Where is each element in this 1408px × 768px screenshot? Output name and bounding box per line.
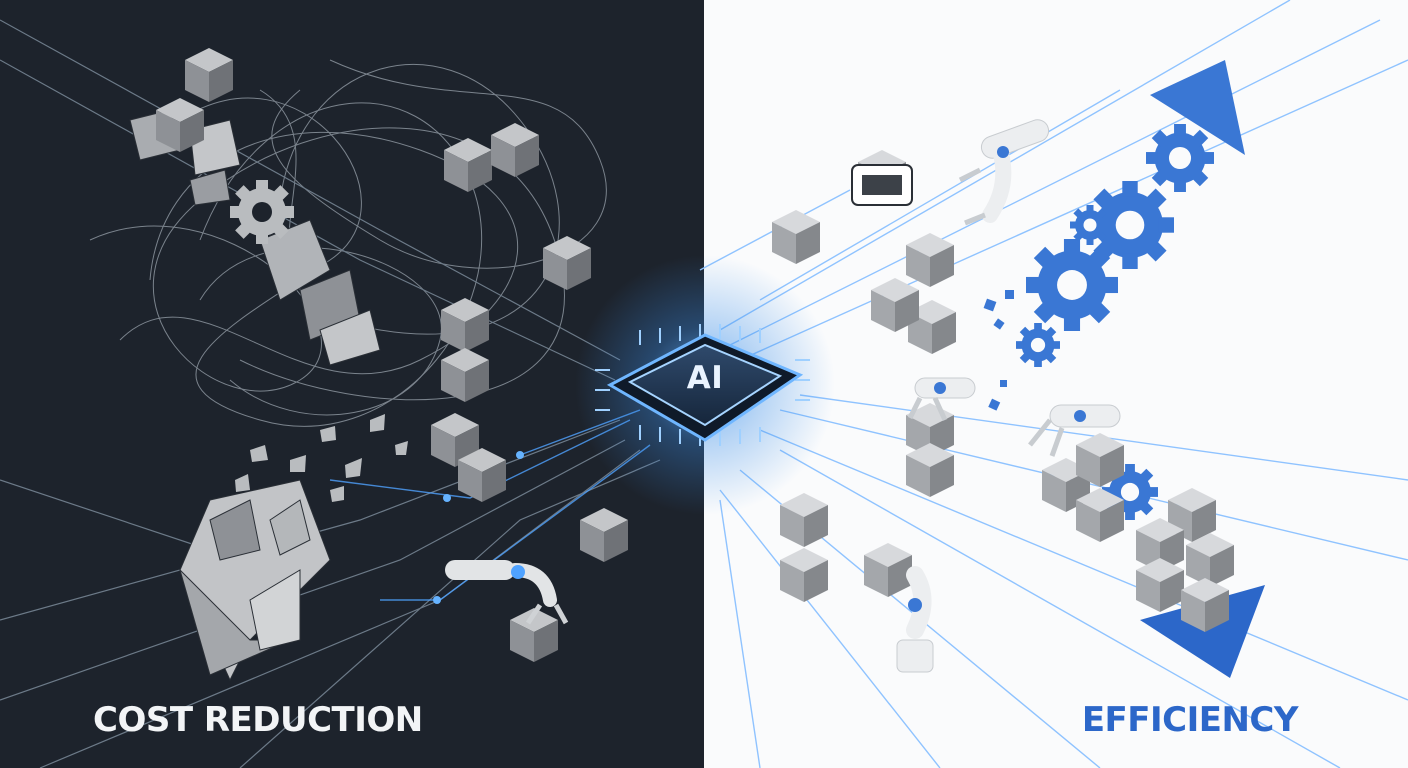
- robot-arm-icon: [445, 560, 569, 625]
- cube-icon: [543, 236, 591, 290]
- gear-icon: [230, 180, 294, 244]
- debris-fragments: [235, 414, 408, 502]
- cube-icon: [780, 548, 828, 602]
- cost-reduction-caption: COST REDUCTION: [93, 700, 423, 740]
- robot-arm-icon: [896, 566, 934, 673]
- cube-icon: [491, 123, 539, 177]
- cube-icon: [441, 348, 489, 402]
- gear-icon: [1026, 239, 1118, 331]
- robot-arm-icon: [907, 377, 976, 422]
- efficiency-caption: EFFICIENCY: [1081, 700, 1299, 740]
- cube-icon: [772, 210, 820, 264]
- cube-icon: [906, 233, 954, 287]
- crystal-cluster: [129, 109, 381, 366]
- gear-icon: [1070, 205, 1110, 245]
- cube-icon: [906, 443, 954, 497]
- gear-icon: [1016, 323, 1060, 367]
- robot-arm-icon: [1028, 404, 1121, 457]
- cube-icon: [444, 138, 492, 192]
- cube-icon: [780, 493, 828, 547]
- trace-nodes: [433, 451, 524, 604]
- robot-arm-icon: [958, 119, 1050, 226]
- cube-icon: [185, 48, 233, 102]
- blue-fragments: [983, 290, 1014, 411]
- cube-icon: [580, 508, 628, 562]
- ai-chip-icon: [595, 324, 810, 446]
- arrow-down-icon: [1140, 585, 1265, 678]
- robot-arm-icon: [851, 164, 913, 206]
- shattered-arrow: [178, 479, 331, 682]
- arrow-up-icon: [1150, 60, 1245, 155]
- gear-icon: [1146, 124, 1214, 192]
- cube-icon: [864, 543, 912, 597]
- ai-chip-label: AI: [686, 360, 724, 396]
